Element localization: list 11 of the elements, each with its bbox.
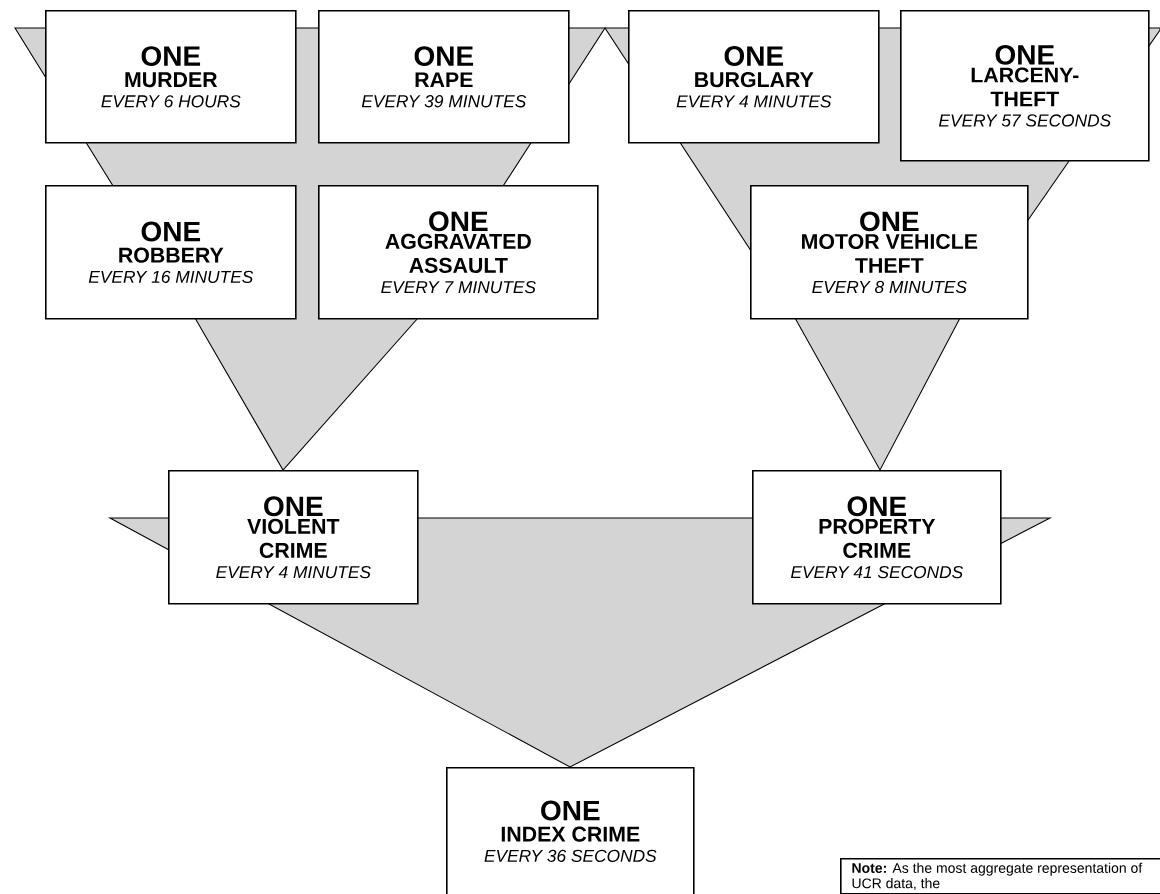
crime-box: ONE PROPERTY CRIME EVERY 41 SECONDS bbox=[752, 470, 1002, 605]
note-box: Note: As the most aggregate representation of UCR data, the bbox=[840, 858, 1160, 894]
crime-box: ONE MOTOR VEHICLE THEFT EVERY 8 MINUTES bbox=[750, 185, 1029, 320]
crime-box: ONE MURDER EVERY 6 HOURS bbox=[45, 10, 297, 144]
crime-box: ONE VIOLENT CRIME EVERY 4 MINUTES bbox=[168, 470, 419, 605]
crime-box: ONE INDEX CRIME EVERY 36 SECONDS bbox=[446, 767, 695, 894]
crime-box: ONE ROBBERY EVERY 16 MINUTES bbox=[45, 185, 297, 320]
crime-box: ONE RAPE EVERY 39 MINUTES bbox=[318, 10, 570, 144]
crime-box: ONE BURGLARY EVERY 4 MINUTES bbox=[628, 10, 880, 144]
crime-box: ONE LARCENY-THEFT EVERY 57 SECONDS bbox=[900, 10, 1150, 162]
crime-box: ONE AGGRAVATED ASSAULT EVERY 7 MINUTES bbox=[318, 185, 599, 320]
